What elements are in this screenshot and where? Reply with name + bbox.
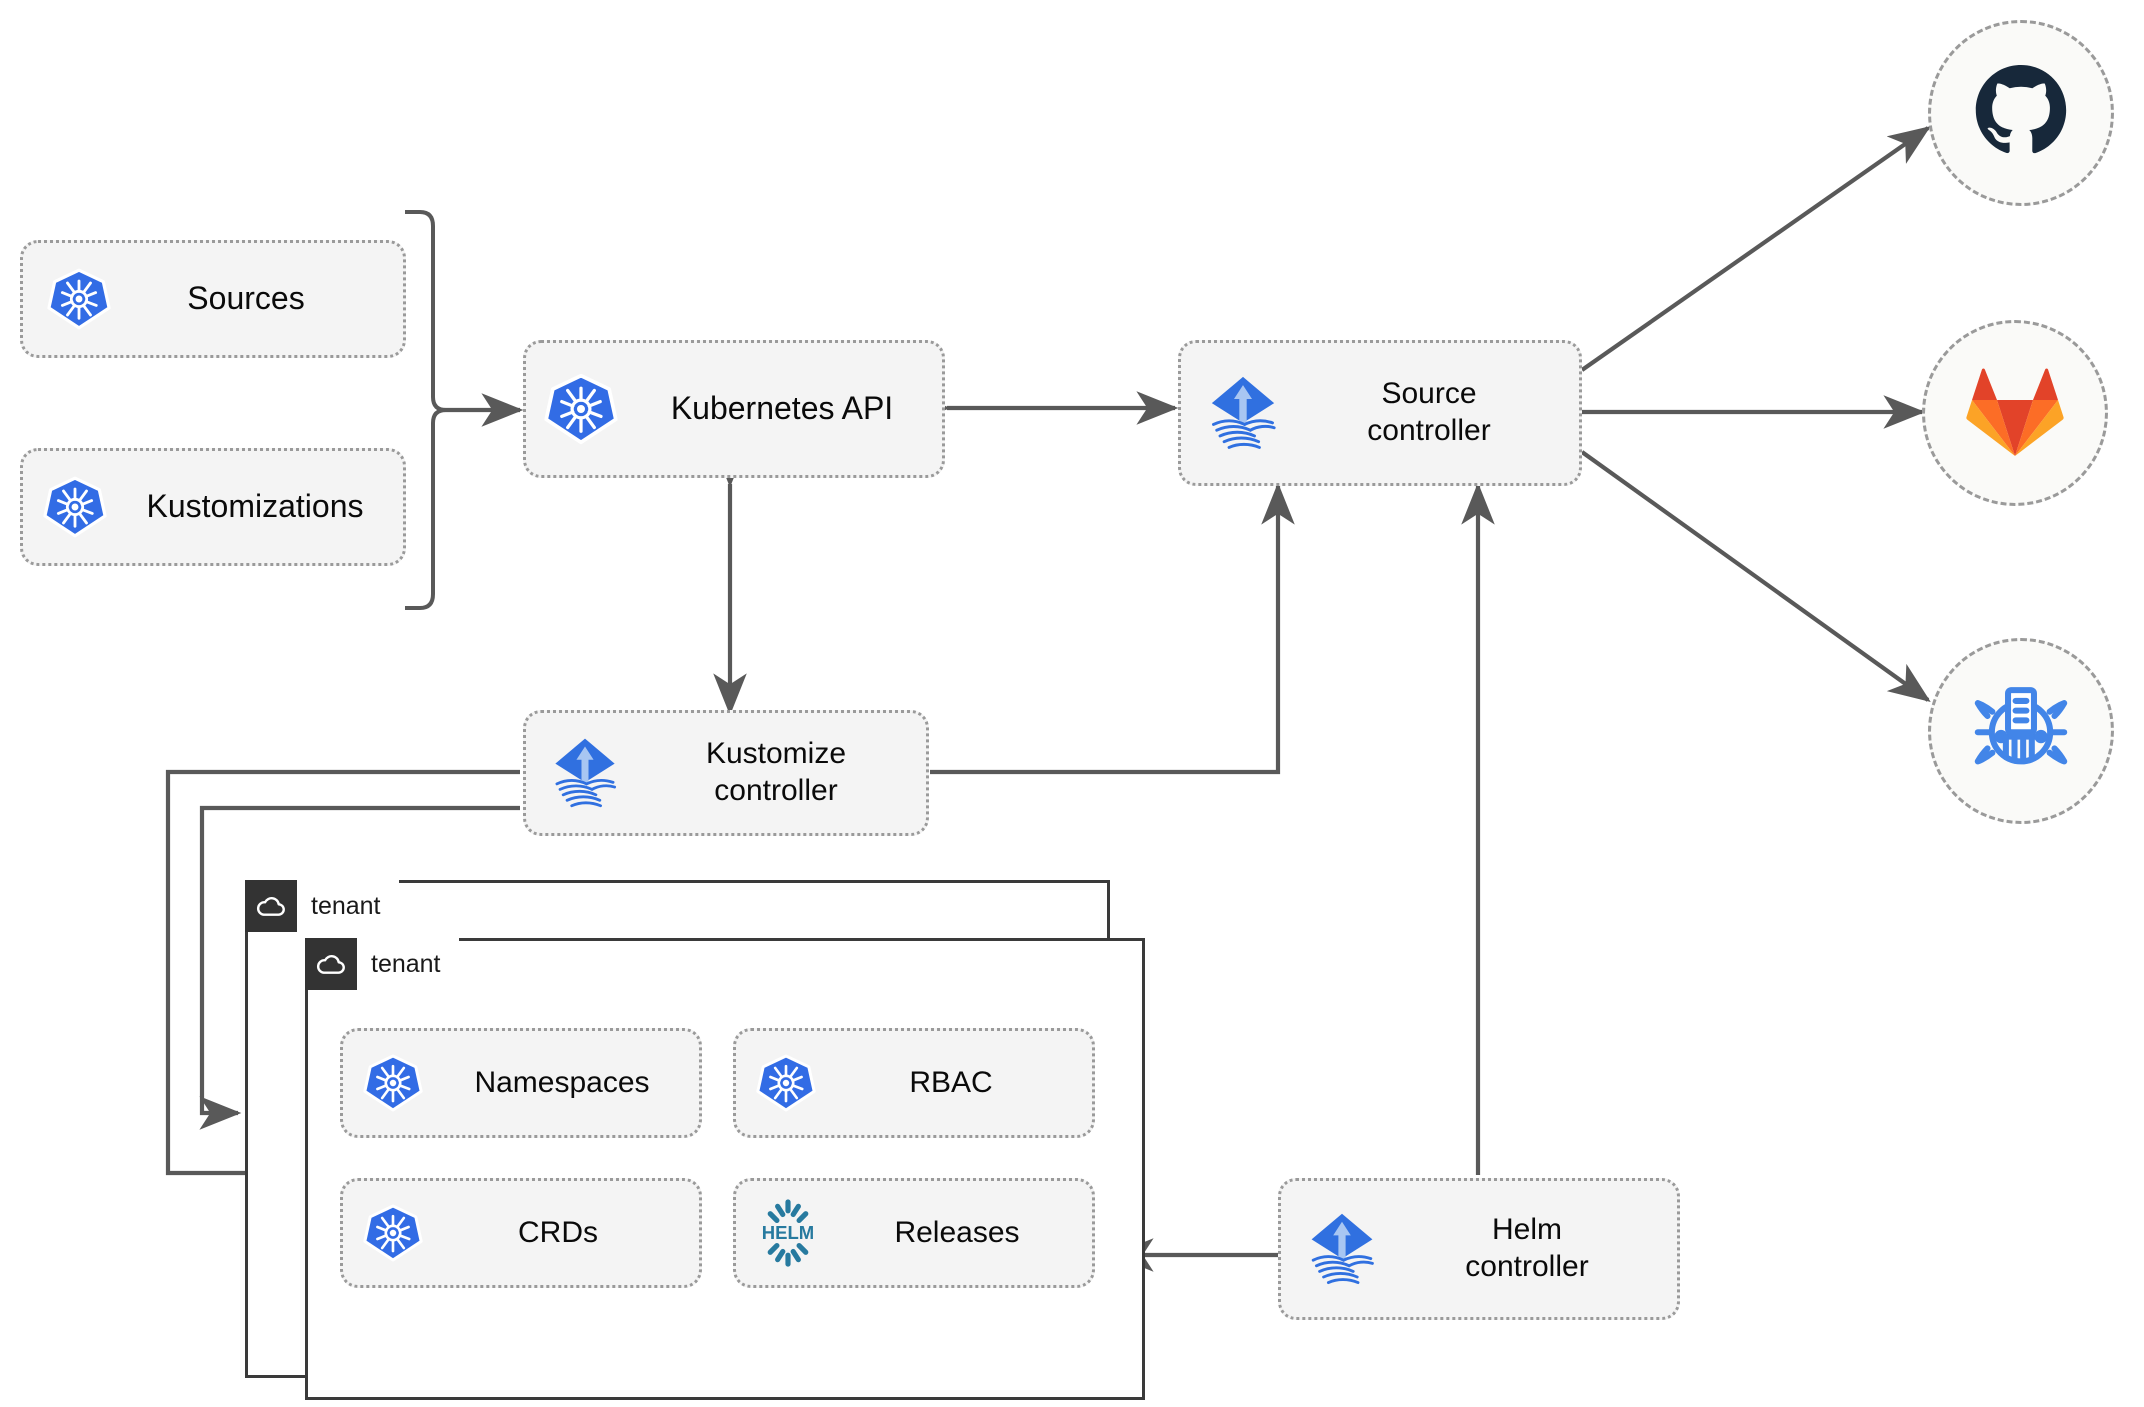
kubernetes-icon [23, 267, 135, 331]
node-kustomize-controller[interactable]: Kustomize controller [523, 710, 929, 836]
github-icon [1973, 63, 2069, 164]
kubernetes-icon [343, 1203, 443, 1263]
node-label-kubernetes-api: Kubernetes API [670, 390, 894, 427]
tenant-container-front: tenant [305, 938, 1145, 1400]
tenant-resource-label-crds: CRDs [518, 1215, 598, 1249]
kubernetes-icon [23, 475, 127, 539]
cloud-icon [245, 880, 297, 932]
helm-icon: HELM [736, 1196, 840, 1270]
flux-icon [1181, 372, 1305, 454]
edge-source-controller-to-github [1580, 126, 1931, 372]
edge-kustomize-controller-to-source-controller [930, 482, 1295, 775]
edge-source-controller-to-helm-repo [1580, 450, 1931, 702]
provider-gitlab[interactable] [1922, 320, 2108, 506]
edge-bracket-sources-kustomizations [405, 210, 447, 610]
node-label-source-controller: Source controller [1367, 377, 1491, 447]
resource-label-kustomizations: Kustomizations [146, 488, 364, 525]
tenant-resource-namespaces[interactable]: Namespaces [340, 1028, 702, 1138]
resource-box-kustomizations[interactable]: Kustomizations [20, 448, 406, 566]
node-label-kustomize-controller: Kustomize controller [705, 737, 847, 807]
tenant-back-header: tenant [245, 880, 399, 932]
tenant-resource-label-releases: Releases [894, 1215, 1020, 1249]
cloud-icon [305, 938, 357, 990]
helm-repository-icon [1967, 675, 2075, 788]
tenant-resource-crds[interactable]: CRDs [340, 1178, 702, 1288]
kubernetes-icon [526, 372, 636, 446]
kubernetes-icon [736, 1053, 836, 1113]
provider-helm-repository[interactable] [1928, 638, 2114, 824]
tenant-resource-releases[interactable]: HELM Releases [733, 1178, 1095, 1288]
flux-icon [526, 734, 644, 812]
tenant-resource-label-namespaces: Namespaces [474, 1065, 650, 1099]
tenant-front-header: tenant [305, 938, 459, 990]
node-source-controller[interactable]: Source controller [1178, 340, 1582, 486]
tenant-back-label: tenant [297, 880, 399, 932]
resource-label-sources: Sources [187, 280, 305, 317]
provider-github[interactable] [1928, 20, 2114, 206]
node-kubernetes-api[interactable]: Kubernetes API [523, 340, 945, 478]
tenant-front-label: tenant [357, 938, 459, 990]
flux-icon [1281, 1209, 1403, 1289]
resource-box-sources[interactable]: Sources [20, 240, 406, 358]
node-label-helm-controller: Helm controller [1465, 1213, 1589, 1283]
gitlab-icon [1965, 364, 2065, 463]
node-helm-controller[interactable]: Helm controller [1278, 1178, 1680, 1320]
kubernetes-icon [343, 1053, 443, 1113]
tenant-resource-label-rbac: RBAC [909, 1065, 993, 1099]
svg-text:HELM: HELM [762, 1222, 814, 1243]
tenant-resource-rbac[interactable]: RBAC [733, 1028, 1095, 1138]
